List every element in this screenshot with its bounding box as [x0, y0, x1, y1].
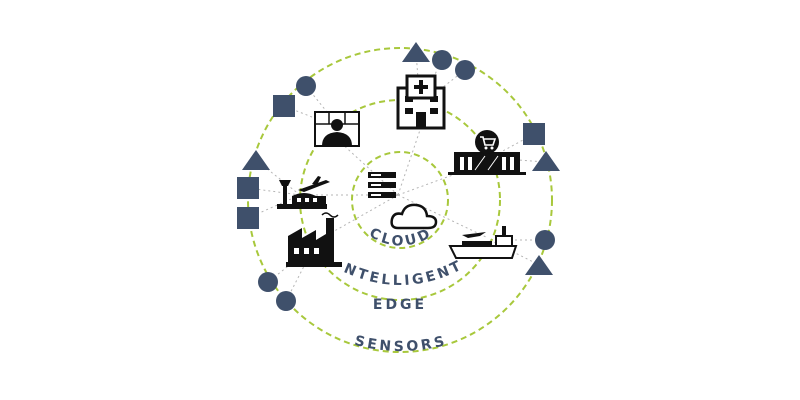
server-stack-icon: [368, 172, 396, 198]
remote-worker-icon: [314, 111, 360, 147]
factory-icon: [286, 212, 342, 267]
sensor-triangle-icon: [525, 255, 553, 275]
sensor-circle-icon: [535, 230, 555, 250]
sensor-triangle-icon: [532, 151, 560, 171]
sensor-square-icon: [523, 123, 545, 145]
retail-store-icon: [448, 130, 526, 175]
sensor-circle-icon: [432, 50, 452, 70]
ship-icon: [448, 226, 518, 259]
cloud-icon: [390, 203, 438, 230]
sensor-square-icon: [237, 207, 259, 229]
airport-icon: [277, 176, 330, 209]
sensor-circle-icon: [455, 60, 475, 80]
edge-icons: [277, 74, 526, 267]
sensor-circle-icon: [258, 272, 278, 292]
sensor-square-icon: [273, 95, 295, 117]
ring-labels: CLOUD INTELLIGENT EDGE SENSORS: [0, 0, 463, 355]
hospital-icon: [396, 74, 446, 130]
sensor-triangle-icon: [242, 150, 270, 170]
sensor-circle-icon: [296, 76, 316, 96]
cloud-ring: [351, 151, 449, 249]
sensor-square-icon: [237, 177, 259, 199]
edge-label: EDGE: [373, 297, 427, 313]
sensor-triangle-icon: [402, 42, 430, 62]
sensor-circle-icon: [276, 291, 296, 311]
sensors-ring: [247, 47, 553, 353]
sensor-nodes: [237, 42, 560, 311]
sensors-label: SENSORS: [353, 333, 449, 355]
